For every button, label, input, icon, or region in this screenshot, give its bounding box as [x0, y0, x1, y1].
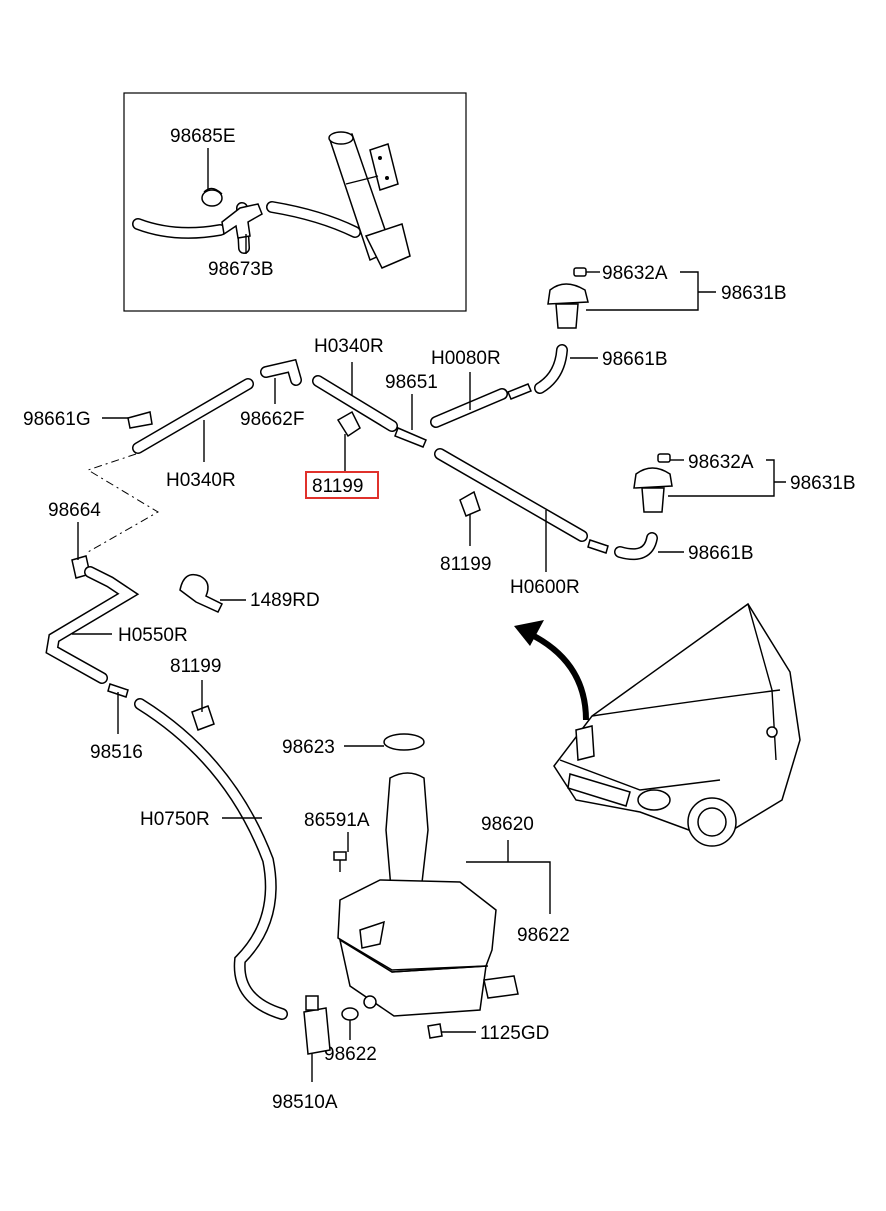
label-98620: 98620 [481, 814, 534, 835]
bracket-98620 [466, 840, 551, 914]
label-98631B-1: 98631B [721, 283, 787, 304]
highlight-box-81199[interactable] [305, 471, 379, 499]
grommet-98622 [341, 1007, 359, 1021]
label-98664: 98664 [48, 500, 101, 521]
label-h0340r-top: H0340R [314, 336, 384, 357]
label-98651: 98651 [385, 372, 438, 393]
label-98661G: 98661G [23, 409, 91, 430]
label-h0340r-left: H0340R [166, 470, 236, 491]
nozzle-1 [547, 267, 589, 329]
label-h0550r: H0550R [118, 625, 188, 646]
label-98622-grommet: 98622 [324, 1044, 377, 1065]
label-1489RD: 1489RD [250, 590, 320, 611]
routing-dash-line [86, 453, 159, 553]
label-h0600r: H0600R [510, 577, 580, 598]
bolt-86591A [333, 851, 347, 872]
label-98516: 98516 [90, 742, 143, 763]
label-98631B-2: 98631B [790, 473, 856, 494]
inset-hose-assembly [132, 131, 411, 269]
bolt-1125GD [427, 1023, 443, 1039]
label-98661B-1: 98661B [602, 349, 668, 370]
label-98685E: 98685E [170, 126, 236, 147]
inset-frame [123, 92, 467, 312]
label-h0080r: H0080R [431, 348, 501, 369]
washer-reservoir [337, 733, 519, 1017]
label-86591A: 86591A [304, 810, 370, 831]
label-98623: 98623 [282, 737, 335, 758]
label-81199-lower: 81199 [170, 656, 221, 677]
label-98673B: 98673B [208, 259, 274, 280]
pump-98510A [303, 995, 331, 1055]
car-illustration [553, 602, 801, 847]
clip-81199-highlighted [336, 410, 361, 438]
label-98622-reservoir: 98622 [517, 925, 570, 946]
lower-left-hoses [45, 555, 288, 1020]
clip-98661G [127, 411, 153, 429]
label-98661B-2: 98661B [688, 543, 754, 564]
label-98662F: 98662F [240, 409, 304, 430]
label-1125GD: 1125GD [480, 1023, 549, 1044]
bracket-98631B-1 [586, 271, 716, 311]
bracket-1489RD [179, 573, 224, 613]
direction-arrow [524, 629, 589, 721]
label-98632A-1: 98632A [602, 263, 668, 284]
nozzle-2 [633, 453, 673, 513]
label-98510A: 98510A [272, 1092, 338, 1113]
direction-arrowhead [514, 620, 544, 646]
upper-hose-network [132, 344, 658, 561]
clip-81199-mid [459, 490, 481, 517]
bracket-98631B-2 [668, 459, 786, 497]
label-81199-highlighted: 81199 [312, 476, 363, 497]
label-98632A-2: 98632A [688, 452, 754, 473]
label-81199-mid: 81199 [440, 554, 491, 575]
label-h0750r: H0750R [140, 809, 210, 830]
